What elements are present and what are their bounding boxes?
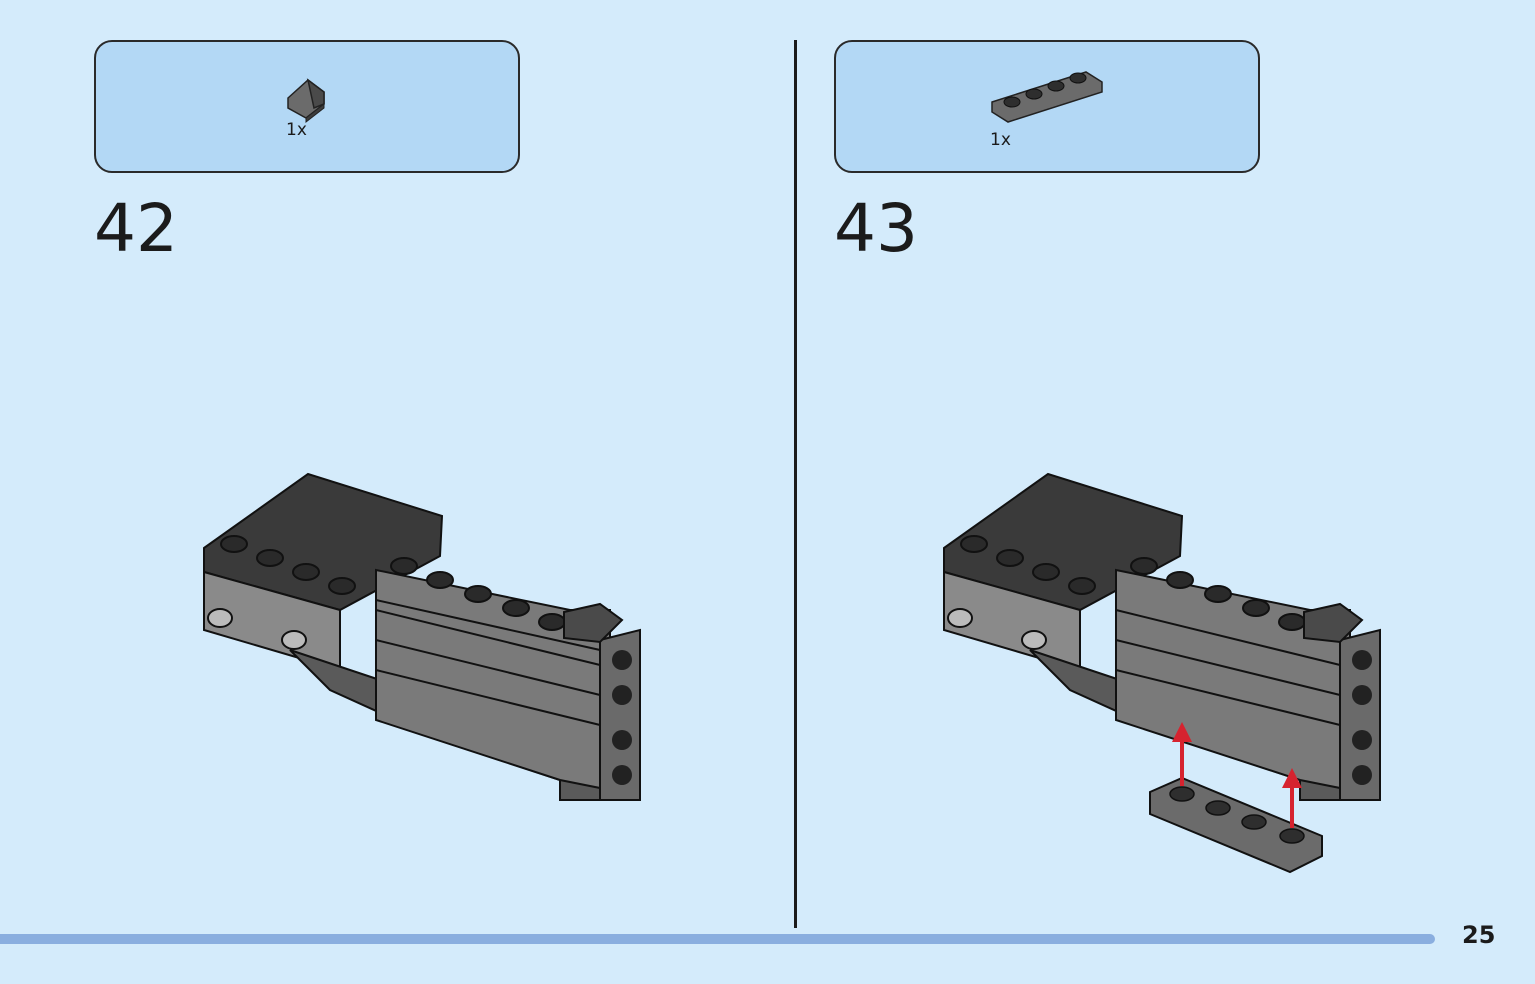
step-number-42: 42 xyxy=(94,190,178,267)
part-quantity: 1x xyxy=(286,120,307,140)
assembly-model-icon xyxy=(943,472,1381,874)
plate-1x4-icon xyxy=(991,71,1103,123)
progress-bar xyxy=(0,934,1435,944)
slope-brick-icon xyxy=(287,78,325,124)
page-number: 25 xyxy=(1462,921,1496,949)
assembly-model-icon xyxy=(203,472,641,801)
part-quantity: 1x xyxy=(990,130,1011,150)
parts-callout-step-42: 1x xyxy=(94,40,520,173)
attach-arrow-icon xyxy=(1172,722,1302,828)
parts-callout-step-43: 1x xyxy=(834,40,1260,173)
step-number-43: 43 xyxy=(834,190,918,267)
page-divider xyxy=(794,40,797,928)
